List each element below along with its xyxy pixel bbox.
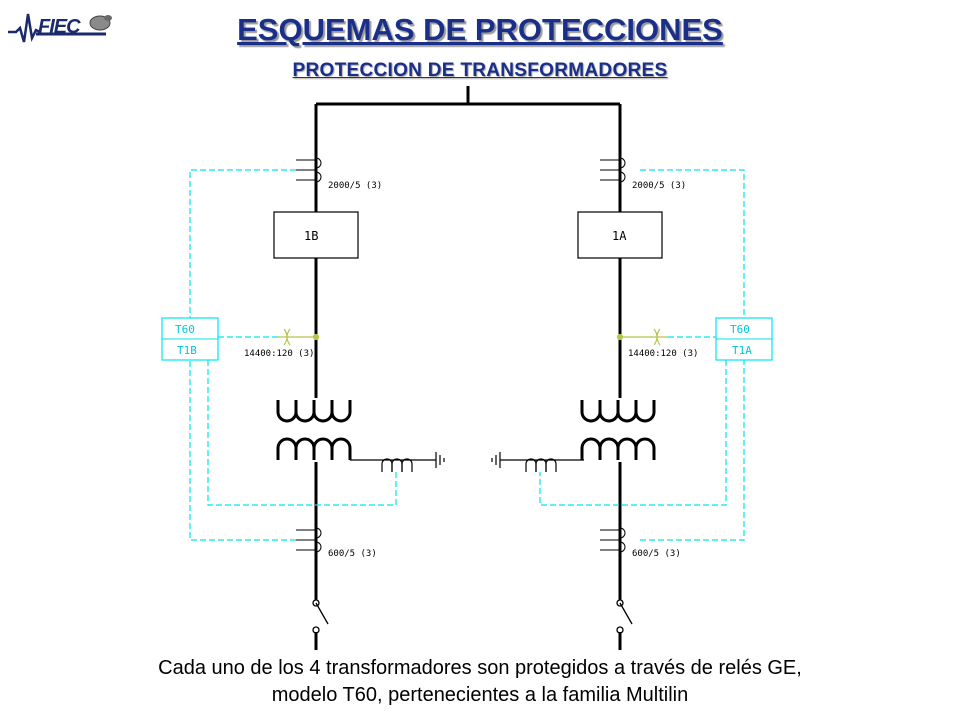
breaker-1b-label: 1B [304, 229, 318, 243]
disconnect-switch-right [616, 599, 633, 634]
vt-right-ratio: 14400:120 (3) [628, 349, 698, 359]
ct-top-right-ratio: 2000/5 (3) [632, 181, 686, 191]
page-title: ESQUEMAS DE PROTECCIONES [237, 12, 723, 47]
ct-bottom-left-ratio: 600/5 (3) [328, 549, 377, 559]
main-conductors [314, 86, 622, 650]
page-subtitle: PROTECCION DE TRANSFORMADORES [292, 60, 668, 81]
relay-t1b: T60 T1B [161, 317, 219, 361]
relay-t1a: T60 T1A [715, 317, 773, 361]
secondary-wiring-right [539, 169, 745, 541]
secondary-wiring-left [189, 169, 397, 541]
ct-bottom-left [296, 527, 322, 553]
neutral-ground-right [491, 452, 584, 472]
logo-waveform-icon [8, 13, 112, 43]
ct-top-left-ratio: 2000/5 (3) [328, 181, 382, 191]
breaker-1a: 1A [577, 211, 663, 259]
vt-left [278, 328, 320, 346]
ct-bottom-right-ratio: 600/5 (3) [632, 549, 681, 559]
relay-t1a-model: T60 [730, 323, 750, 336]
vt-right [616, 328, 668, 346]
ct-top-right [600, 157, 626, 183]
caption-line-1: Cada uno de los 4 transformadores son pr… [158, 657, 802, 679]
caption-line-2: modelo T60, pertenecientes a la familia … [271, 684, 689, 706]
vt-left-ratio: 14400:120 (3) [244, 349, 314, 359]
transformer-left [276, 400, 352, 460]
relay-t1b-model: T60 [175, 323, 195, 336]
caption: Cada uno de los 4 transformadores son pr… [0, 655, 960, 709]
fiec-logo: FIEC [8, 8, 118, 52]
breaker-1a-label: 1A [612, 229, 627, 243]
relay-t1b-name: T1B [177, 344, 197, 357]
disconnect-switch-left [312, 599, 329, 634]
ct-bottom-right [600, 527, 626, 553]
logo-text: FIEC [38, 16, 81, 38]
relay-t1a-name: T1A [732, 344, 752, 357]
neutral-ground-left [350, 452, 445, 472]
breaker-1b: 1B [273, 211, 359, 259]
ct-top-left [296, 157, 322, 183]
transformer-right [580, 400, 656, 460]
